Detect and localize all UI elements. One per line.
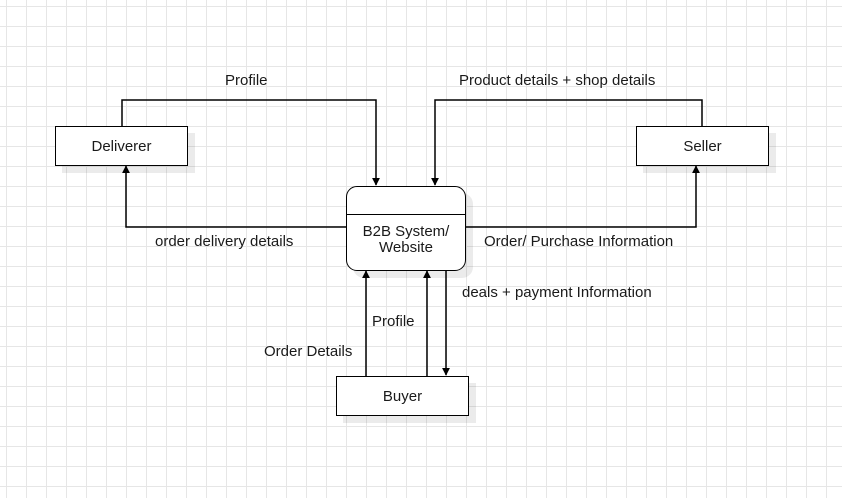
process-divider <box>347 214 465 215</box>
process-name: B2B System/ Website <box>362 223 450 256</box>
entity-seller[interactable]: Seller <box>636 126 769 166</box>
entity-seller-label: Seller <box>683 137 722 155</box>
label-product-shop-details: Product details + shop details <box>459 72 656 89</box>
entity-buyer-label: Buyer <box>382 387 423 405</box>
label-buyer-order-details: Order Details <box>264 343 353 360</box>
label-deals-payment-information: deals + payment Information <box>462 284 652 301</box>
flow-line-deliverer-profile <box>121 99 380 186</box>
flow-line-seller-product-details <box>431 99 703 186</box>
label-order-purchase-information: Order/ Purchase Information <box>484 233 674 250</box>
label-buyer-profile: Profile <box>372 313 415 330</box>
label-order-delivery-details: order delivery details <box>155 233 294 250</box>
flow-line-order-delivery-details <box>122 165 347 228</box>
process-b2b-system[interactable]: B2B System/ Website <box>346 186 466 271</box>
entity-deliverer[interactable]: Deliverer <box>55 126 188 166</box>
flow-line-order-purchase-information <box>465 165 700 228</box>
entity-buyer[interactable]: Buyer <box>336 376 469 416</box>
entity-deliverer-label: Deliverer <box>91 137 152 155</box>
label-deliverer-profile: Profile <box>225 72 268 89</box>
